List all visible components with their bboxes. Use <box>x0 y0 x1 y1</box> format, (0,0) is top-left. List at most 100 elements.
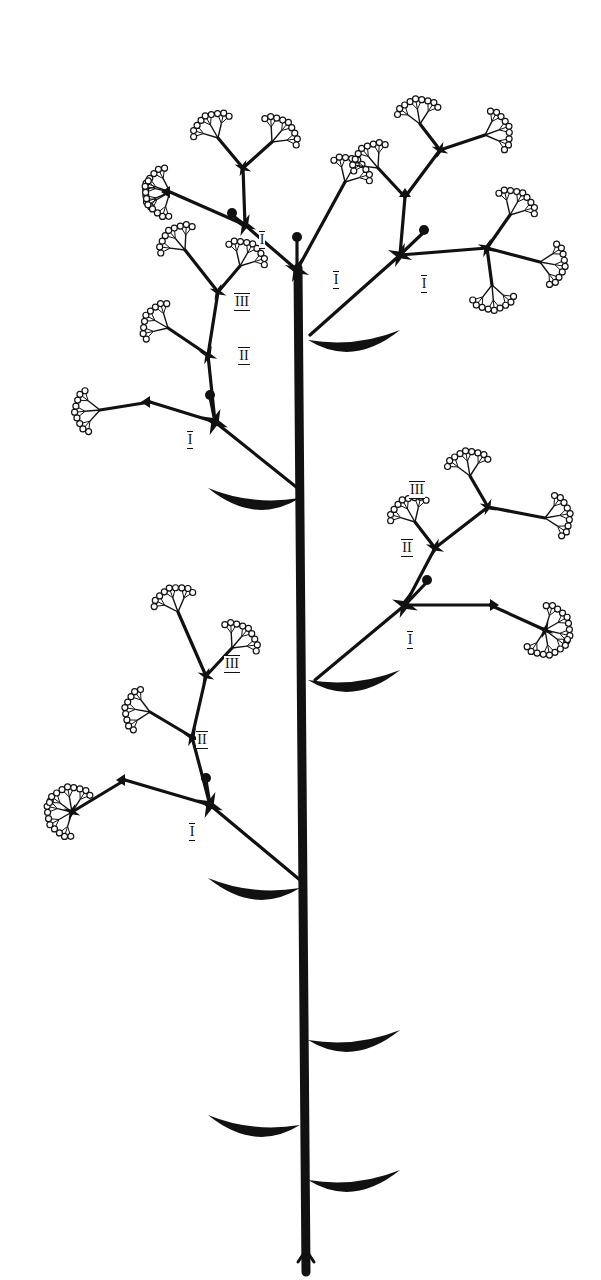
pedicel <box>558 619 565 623</box>
order-numeral: I <box>421 275 428 293</box>
floret <box>336 154 342 160</box>
pedicel <box>152 313 155 320</box>
ray <box>470 463 478 476</box>
floret <box>565 523 571 529</box>
pedicel <box>357 161 363 166</box>
floret <box>566 627 572 633</box>
bracteole <box>490 599 499 611</box>
order-numeral: I <box>407 631 414 649</box>
floret <box>342 155 348 161</box>
branch <box>400 248 487 255</box>
floret <box>208 112 214 118</box>
floret <box>388 518 394 524</box>
floret <box>280 117 286 123</box>
ray <box>483 285 492 297</box>
floret <box>226 113 232 119</box>
floret <box>425 98 431 104</box>
floret <box>543 603 549 609</box>
floret <box>47 799 53 805</box>
floret <box>560 251 566 257</box>
bracteole <box>480 499 497 516</box>
floret <box>141 325 147 331</box>
floret <box>540 651 546 657</box>
floret <box>506 129 512 135</box>
floret <box>497 305 503 311</box>
floret <box>124 717 130 723</box>
ray <box>85 410 100 411</box>
pedicel <box>160 172 164 179</box>
branch <box>150 712 192 737</box>
floret <box>359 145 365 151</box>
pedicel <box>340 160 342 168</box>
branch <box>208 292 218 355</box>
floret <box>531 205 537 211</box>
pedicel <box>254 259 262 261</box>
floret <box>244 240 250 246</box>
main-stem <box>298 268 306 1272</box>
pedicel <box>150 200 157 204</box>
pedicel <box>159 206 165 211</box>
ray <box>155 189 170 192</box>
branch <box>72 780 125 812</box>
bracteoles <box>64 142 554 821</box>
floret <box>158 301 164 307</box>
branch <box>487 215 510 248</box>
floret <box>166 585 172 591</box>
bracteole <box>210 284 227 301</box>
floret <box>126 723 132 729</box>
floret <box>71 785 77 791</box>
order-numeral: I <box>333 271 340 289</box>
ray <box>540 254 553 262</box>
pedicel <box>170 590 173 598</box>
floret <box>73 403 79 409</box>
floret <box>215 111 221 117</box>
floret <box>254 642 260 648</box>
pedicel <box>548 645 549 653</box>
ray <box>157 192 170 200</box>
floret <box>177 223 183 229</box>
pedicel <box>61 826 67 831</box>
floret <box>231 238 237 244</box>
pedicel <box>489 300 493 307</box>
pedicel <box>405 107 408 115</box>
pedicel <box>186 229 191 235</box>
pedicel <box>161 306 163 314</box>
floret <box>237 239 243 245</box>
floret <box>351 168 357 174</box>
pedicel <box>342 160 345 167</box>
ray <box>420 111 428 124</box>
pedicel <box>553 253 561 254</box>
pedicel <box>491 114 492 122</box>
pedicel <box>184 594 191 598</box>
ray <box>377 153 379 168</box>
stem-base <box>298 1250 314 1262</box>
order-numeral: II <box>401 539 412 557</box>
floret <box>253 648 259 654</box>
pedicel <box>367 149 369 157</box>
bract <box>208 488 300 510</box>
floret <box>172 585 178 591</box>
floret <box>166 213 172 219</box>
floret <box>552 493 558 499</box>
floret <box>546 652 552 658</box>
pedicel <box>254 262 262 264</box>
pedicel <box>130 704 136 710</box>
pedicel <box>164 306 166 314</box>
bracteole <box>199 346 217 364</box>
ray <box>368 157 378 168</box>
bracteole <box>198 668 215 685</box>
order-numeral: II <box>238 347 249 365</box>
floret <box>399 497 405 503</box>
branch <box>420 124 440 150</box>
terminal-bud <box>292 232 302 242</box>
pedicel <box>379 147 384 153</box>
branch <box>487 248 492 285</box>
pedicel <box>499 127 507 130</box>
pedicel <box>129 719 137 720</box>
ray <box>492 285 503 295</box>
pedicel <box>558 622 566 624</box>
floret <box>534 650 540 656</box>
floret <box>137 687 143 693</box>
ray <box>510 211 524 215</box>
branch <box>440 135 485 150</box>
